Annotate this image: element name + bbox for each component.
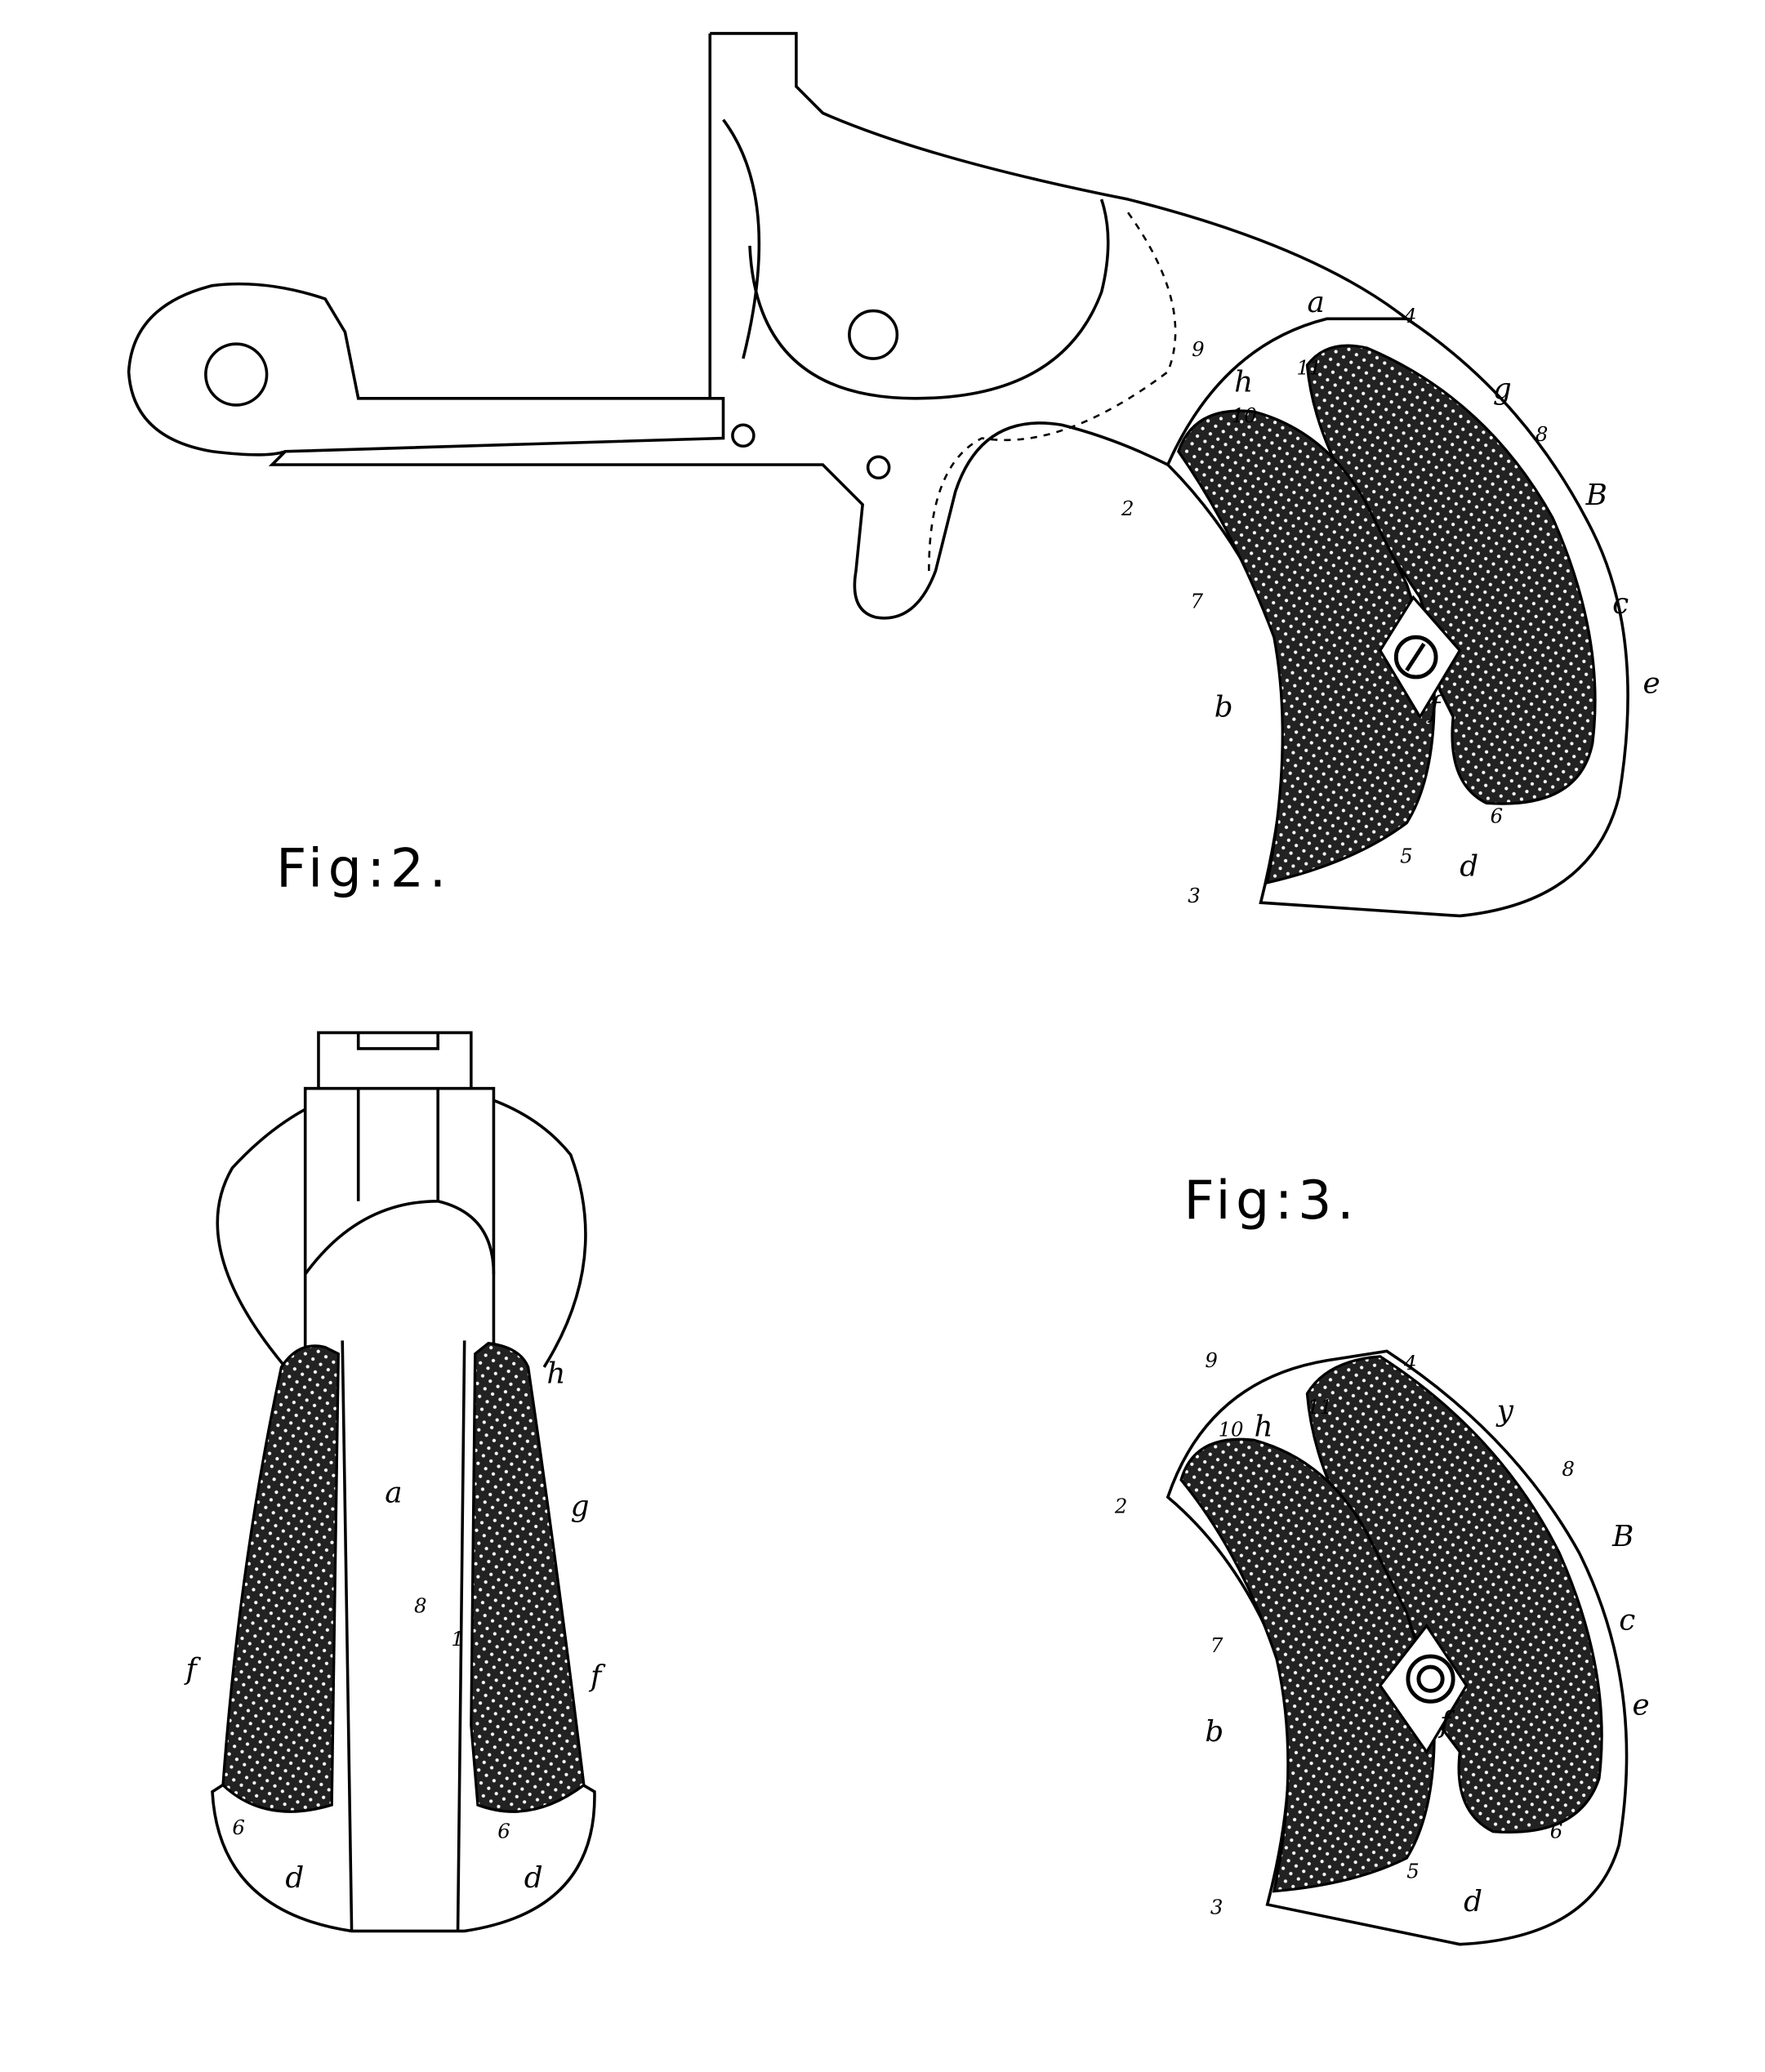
svg-text:B: B <box>1585 479 1607 512</box>
svg-text:2: 2 <box>1114 1495 1128 1518</box>
top-grip <box>1166 317 1629 918</box>
svg-text:3: 3 <box>1210 1895 1223 1918</box>
svg-text:6: 6 <box>497 1820 510 1843</box>
svg-text:10: 10 <box>1232 403 1257 427</box>
svg-text:g: g <box>1493 372 1512 406</box>
svg-text:a: a <box>1307 286 1324 319</box>
svg-text:11: 11 <box>1307 1395 1332 1419</box>
svg-text:a: a <box>385 1477 402 1510</box>
svg-text:f: f <box>183 1653 201 1687</box>
fig3-caption: Fig:3. <box>1183 1170 1359 1232</box>
svg-text:h: h <box>546 1357 565 1390</box>
svg-text:7: 7 <box>1190 589 1203 613</box>
svg-text:4: 4 <box>1403 304 1417 328</box>
svg-text:4: 4 <box>1403 1351 1417 1375</box>
svg-text:b: b <box>1215 691 1233 724</box>
svg-text:d: d <box>1464 1885 1482 1918</box>
svg-text:2: 2 <box>1121 497 1134 520</box>
svg-text:b: b <box>1205 1715 1223 1749</box>
top-labels: a 4 9 h 11 10 g 8 B 2 7 c e b f 6 5 d 3 <box>1121 286 1660 907</box>
frame-side-view <box>127 32 1410 620</box>
svg-text:10: 10 <box>1219 1417 1244 1441</box>
svg-text:9: 9 <box>1192 337 1205 361</box>
svg-text:e: e <box>1643 666 1660 700</box>
svg-text:d: d <box>1460 850 1478 884</box>
svg-text:6: 6 <box>1550 1820 1563 1843</box>
frame-rear-view <box>211 1031 596 1933</box>
fig2-caption: Fig:2. <box>276 839 452 900</box>
svg-text:5: 5 <box>1400 844 1413 867</box>
svg-text:6: 6 <box>232 1816 245 1839</box>
svg-text:8: 8 <box>414 1593 427 1617</box>
svg-text:8: 8 <box>1562 1457 1574 1481</box>
svg-text:c: c <box>1619 1604 1635 1638</box>
svg-text:5: 5 <box>1406 1859 1420 1883</box>
svg-text:B: B <box>1611 1520 1634 1553</box>
svg-text:3: 3 <box>1188 884 1201 907</box>
svg-text:h: h <box>1234 366 1253 399</box>
svg-text:9: 9 <box>1205 1348 1218 1372</box>
svg-text:e: e <box>1633 1689 1650 1722</box>
svg-text:h: h <box>1254 1410 1272 1443</box>
svg-text:d: d <box>524 1861 543 1895</box>
svg-text:f: f <box>588 1660 606 1693</box>
fig3-grip <box>1166 1349 1629 1946</box>
svg-text:d: d <box>285 1861 304 1895</box>
svg-text:7: 7 <box>1210 1633 1223 1657</box>
svg-text:y: y <box>1495 1394 1514 1428</box>
svg-text:1: 1 <box>451 1627 464 1651</box>
svg-text:6: 6 <box>1491 804 1504 828</box>
svg-text:8: 8 <box>1535 422 1549 446</box>
svg-text:11: 11 <box>1296 356 1322 380</box>
svg-text:c: c <box>1612 587 1629 621</box>
svg-text:g: g <box>571 1490 590 1523</box>
